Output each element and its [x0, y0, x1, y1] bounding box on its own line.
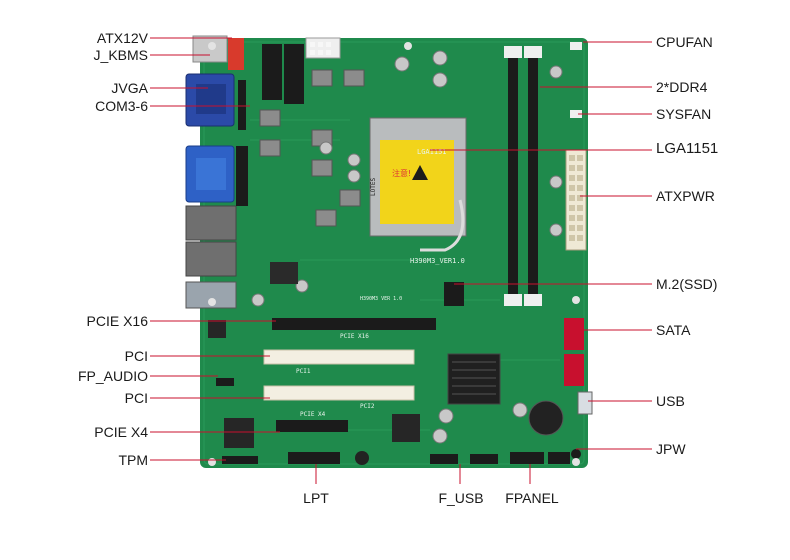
fp-audio-header	[216, 378, 234, 386]
label-jpw: JPW	[656, 441, 686, 457]
socket-warning: 注意!	[392, 168, 411, 178]
lpt-header	[288, 452, 340, 464]
header-block-1	[262, 44, 282, 100]
label-lpt: LPT	[303, 490, 329, 506]
label-fp-audio: FP_AUDIO	[77, 368, 148, 384]
io-chip	[224, 418, 254, 448]
pci-slot-1	[263, 349, 415, 365]
model-silkscreen: H390M3_VER1.0	[410, 257, 465, 265]
f-usb-header-2	[470, 454, 498, 464]
socket-lever	[420, 199, 465, 252]
tpm-header	[222, 456, 258, 464]
label-fpanel: FPANEL	[505, 490, 559, 506]
label-cpufan: CPUFAN	[656, 34, 713, 50]
pcie-x4-slot	[276, 420, 348, 432]
label-tpm: TPM	[118, 452, 148, 468]
label-sysfan: SYSFAN	[656, 106, 712, 122]
label-pci-2: PCI	[124, 390, 148, 406]
pcie4-silk: PCIE X4	[300, 411, 326, 418]
pcie-x16-slot	[272, 318, 436, 330]
lan-port-1	[185, 205, 237, 241]
ddr4-slot-2	[528, 46, 538, 306]
label-atx12v: ATX12V	[96, 30, 148, 46]
f-usb-header-1	[430, 454, 458, 464]
label-pcie-x4: PCIE X4	[94, 424, 148, 440]
ps2-port	[192, 35, 228, 63]
atx12v-header	[228, 38, 244, 70]
label-m2-ssd: M.2(SSD)	[656, 276, 718, 292]
pci1-silk: PCI1	[296, 368, 311, 375]
pcie16-silk: PCIE X16	[340, 333, 369, 340]
label-usb: USB	[656, 393, 685, 409]
m2-slot	[444, 282, 464, 306]
label-sata: SATA	[656, 322, 691, 338]
label-atxpwr: ATXPWR	[656, 188, 715, 204]
usb-vertical	[577, 391, 593, 415]
socket-label: LGA1151	[417, 148, 447, 156]
label-pci-1: PCI	[124, 348, 148, 364]
lotes-label: LOTES	[370, 178, 377, 196]
cmos-battery	[528, 400, 564, 436]
cpu-socket-cover	[380, 140, 454, 224]
lan-port-2	[185, 241, 237, 277]
label-jvga: JVGA	[111, 80, 148, 96]
label-f-usb: F_USB	[438, 490, 484, 506]
label-j-kbms: J_KBMS	[93, 47, 148, 63]
jpw-header	[571, 449, 581, 459]
ddr4-slot-1	[508, 46, 518, 306]
pci-slot-2	[263, 385, 415, 401]
label-com3-6: COM3-6	[95, 98, 148, 114]
label-pcie-x16: PCIE X16	[86, 313, 148, 329]
sata-port-2	[564, 354, 584, 386]
pci2-silk: PCI2	[360, 403, 375, 410]
fpanel-header	[510, 452, 544, 464]
label-lga1151: LGA1151	[656, 140, 719, 157]
label-ddr4: 2*DDR4	[656, 79, 708, 95]
model-silkscreen-small: H390M3 VER 1.0	[360, 296, 402, 302]
sata-port-1	[564, 318, 584, 350]
